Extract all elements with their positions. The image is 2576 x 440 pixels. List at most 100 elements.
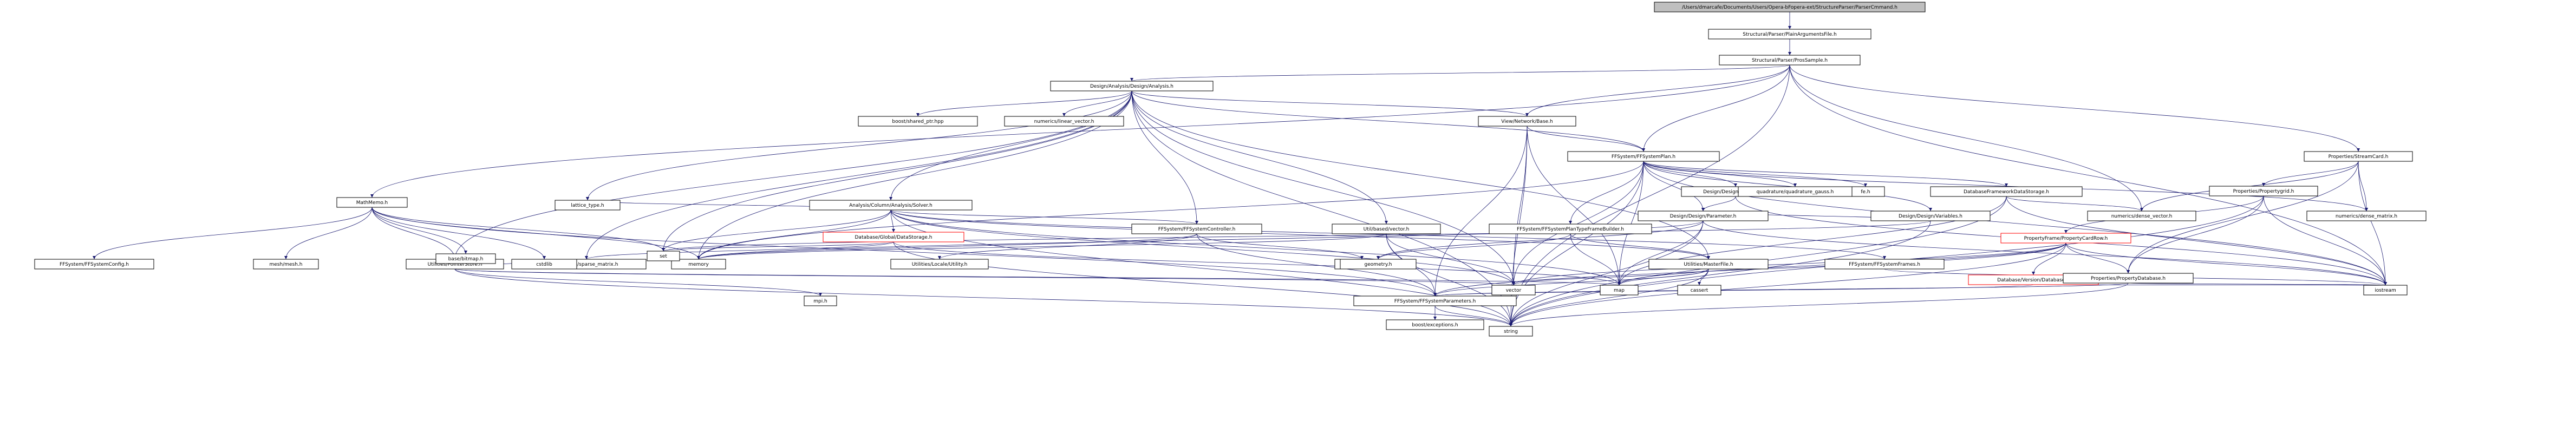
node-box xyxy=(647,251,680,261)
node-view-network-base-h[interactable]: View/Network/Base.h xyxy=(1478,116,1576,127)
node-cstdlib[interactable]: cstdlib xyxy=(511,259,577,270)
node-label: vector xyxy=(1506,288,1522,293)
node-box xyxy=(2209,186,2318,196)
include-edge-n23-n41 xyxy=(2128,283,2386,286)
node-vector[interactable]: vector xyxy=(1491,285,1536,295)
node-ffsystem-ffsystemplan-h[interactable]: FFSystem/FFSystemPlan.h xyxy=(1567,151,1720,162)
include-edge-n3-n21 xyxy=(1131,90,1709,260)
node-label: FFSystem/FFSystemController.h xyxy=(1158,227,1236,232)
node-label: FFSystem/FFSystemPlan.h xyxy=(1612,154,1675,160)
include-edge-n11-n12 xyxy=(890,209,1197,225)
arrowhead-n4-n5 xyxy=(1642,148,1645,152)
node-properties-streamcard-h[interactable]: Properties/StreamCard.h xyxy=(2304,151,2413,162)
node-label: geometry.h xyxy=(1365,262,1392,267)
arrowhead-n28-n38 xyxy=(662,248,665,251)
node-mesh-mesh-h[interactable]: mesh/mesh.h xyxy=(253,259,319,270)
node-label: DatabaseFrameworkDataStorage.h xyxy=(1964,189,2049,195)
node-ffsystem-ffsystemconfig-h[interactable]: FFSystem/FFSystemConfig.h xyxy=(34,259,154,270)
node-design-design-variables-h[interactable]: Design/Design/Variables.h xyxy=(1870,211,1991,221)
arrowhead-n5-n34 xyxy=(1864,183,1867,187)
include-edge-n21-n42 xyxy=(1510,268,1709,327)
node-ffsystem-ffsystemparameters-h[interactable]: FFSystem/FFSystemParameters.h xyxy=(1353,295,1517,306)
include-edge-n7-n41 xyxy=(2263,195,2386,286)
include-edge-n3-n4 xyxy=(1131,90,1528,117)
include-edge-n15-n41 xyxy=(1703,220,2386,286)
node-design-analysis-design-analysis-h[interactable]: Design/Analysis/Design/Analysis.h xyxy=(1050,81,1214,91)
node-ffsystem-ffsystemcontroller-h[interactable]: FFSystem/FFSystemController.h xyxy=(1131,224,1262,234)
include-edge-n12-n24 xyxy=(1196,233,1436,297)
node-properties-propertydatabase-h[interactable]: Properties/PropertyDatabase.h xyxy=(2063,273,2194,284)
node-label: /Users/dmarcafe/Documents/Users/Opera-bF… xyxy=(1682,5,1897,10)
node-iostream[interactable]: iostream xyxy=(2363,285,2408,295)
node-box xyxy=(1353,295,1517,306)
node-geometry-h[interactable]: geometry.h xyxy=(1340,259,1417,270)
node-analysis-column-analysis-solver-h[interactable]: Analysis/Column/Analysis/Solver.h xyxy=(809,200,973,211)
node-box xyxy=(1567,151,1720,162)
node-box xyxy=(1478,116,1576,127)
node-box xyxy=(1004,116,1124,127)
arrowhead-n11-n25 xyxy=(1883,256,1886,259)
node-propertyframe-propertycardrow-h[interactable]: PropertyFrame/PropertyCardRow.h xyxy=(2000,233,2131,244)
include-edge-n19-n41 xyxy=(2065,242,2386,286)
node-label: Design/Design/Parameter.h xyxy=(1670,214,1737,219)
node-numerics-dense-matrix-h[interactable]: numerics/dense_matrix.h xyxy=(2306,211,2427,221)
include-edge-n11-n39 xyxy=(890,209,1514,286)
include-edge-n18-n38 xyxy=(663,220,1931,252)
node-set[interactable]: set xyxy=(647,251,680,261)
node-string[interactable]: string xyxy=(1489,326,1533,337)
node-utilities-masterfile-h[interactable]: Utilities/MasterFile.h xyxy=(1648,259,1769,270)
node-ffsystem-ffsystemframes-h[interactable]: FFSystem/FFSystemFrames.h xyxy=(1824,259,1945,270)
arrowhead-n28-n24 xyxy=(1433,293,1437,296)
node-mathmemo-h[interactable]: MathMemo.h xyxy=(336,197,408,208)
arrowhead-n2-n3 xyxy=(1130,78,1133,81)
node-structural-parser-plainargumentsfile-h[interactable]: Structural/Parser/PlainArgumentsFile.h xyxy=(1708,29,1871,40)
node-label: FFSystem/FFSystemFrames.h xyxy=(1849,262,1920,267)
arrowhead-n28-n26 xyxy=(93,256,96,259)
node-box xyxy=(858,116,978,127)
include-edge-n4-n24 xyxy=(1434,126,1528,297)
include-edge-n2-n42 xyxy=(1510,64,1790,327)
node-numerics-dense-vector-h[interactable]: numerics/dense_vector.h xyxy=(2087,211,2196,221)
arrowhead-n7-n19 xyxy=(2064,230,2068,233)
node-box xyxy=(1332,224,1441,234)
include-edge-n17-n21 xyxy=(1570,233,1709,260)
node-label: FFSystem/FFSystemParameters.h xyxy=(1394,299,1476,304)
node-label: mpi.h xyxy=(813,299,827,304)
node-ffsystem-ffsystemplantypeframebuilder-h[interactable]: FFSystem/FFSystemPlanTypeFrameBuilder.h xyxy=(1489,224,1652,234)
node-utilities-locale-utility-h[interactable]: Utilities/Locale/Utility.h xyxy=(890,259,989,270)
include-edge-n5-n37 xyxy=(698,161,1644,260)
node-box xyxy=(435,253,496,264)
node-lattice-type-h[interactable]: lattice_type.h xyxy=(555,200,621,211)
node-properties-propertygrid-h[interactable]: Properties/Propertygrid.h xyxy=(2209,186,2318,196)
node-structural-parser-prossample-h[interactable]: Structural/Parser/ProsSample.h xyxy=(1719,55,1861,65)
include-edge-n29-n42 xyxy=(454,268,1511,327)
node-mpi-h[interactable]: mpi.h xyxy=(804,295,837,306)
include-edge-n28-n24 xyxy=(371,207,1436,297)
node-label: Util/based/vector.h xyxy=(1364,227,1410,232)
include-edge-n11-n40 xyxy=(890,209,1620,286)
node-numerics-linear-vector-h[interactable]: numerics/linear_vector.h xyxy=(1004,116,1124,127)
node-label: View/Network/Base.h xyxy=(1501,119,1553,124)
node-cassert[interactable]: cassert xyxy=(1677,285,1721,295)
node-database-global-datastorage-h[interactable]: Database/Global/DataStorage.h xyxy=(823,232,964,242)
node-util-based-vector-h[interactable]: Util/based/vector.h xyxy=(1332,224,1441,234)
include-edge-n12-n37 xyxy=(698,233,1197,260)
include-edge-n2-n6 xyxy=(1789,64,2359,152)
node-label: map xyxy=(1614,288,1625,293)
include-edge-n19-n39 xyxy=(1513,242,2066,286)
node-memory[interactable]: memory xyxy=(671,259,726,270)
arrowhead-n5-n14 xyxy=(1734,183,1737,187)
node-boost-shared-ptr-hpp[interactable]: boost/shared_ptr.hpp xyxy=(858,116,978,127)
arrowhead-n2-n6 xyxy=(2357,148,2360,152)
node-box xyxy=(1386,319,1484,330)
node-design-design-parameter-h[interactable]: Design/Design/Parameter.h xyxy=(1638,211,1769,221)
node-map[interactable]: map xyxy=(1600,285,1639,295)
node-quadrature-quadrature-gauss-h[interactable]: quadrature/quadrature_gauss.h xyxy=(1738,186,1853,197)
include-edge-n6-n8 xyxy=(2358,161,2367,212)
node-boost-exceptions-h[interactable]: boost/exceptions.h xyxy=(1386,319,1484,330)
arrowhead-n11-n12 xyxy=(1195,221,1198,224)
node-base-bitmap-h[interactable]: base/bitmap.h xyxy=(435,253,496,264)
include-edge-n19-n24 xyxy=(1434,242,2066,297)
include-edge-n3-n5 xyxy=(1131,90,1644,152)
node-databaseframeworkdatastorage-h[interactable]: DatabaseFrameworkDataStorage.h xyxy=(1930,186,2083,197)
